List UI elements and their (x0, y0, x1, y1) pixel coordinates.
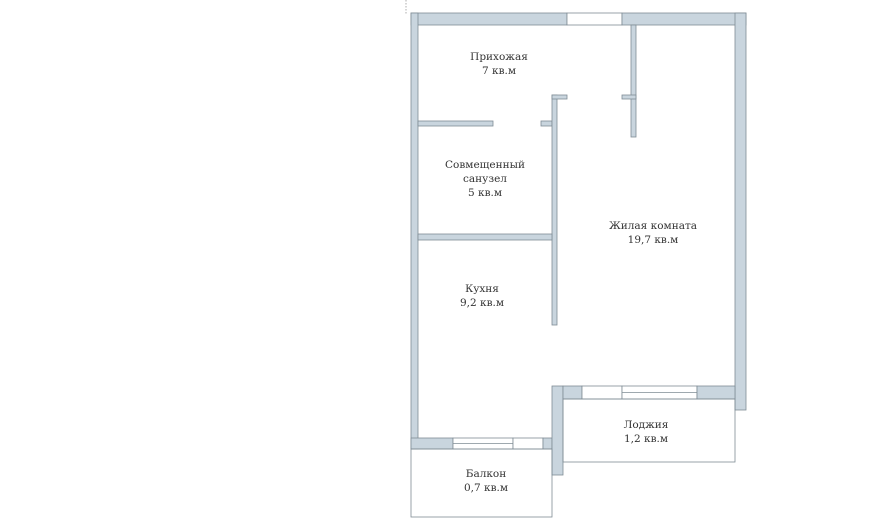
wall-hallway-right (630, 24, 637, 138)
room-label-kitchen: Кухня 9,2 кв.м (460, 282, 504, 310)
wall-balcony-loggia-divider (551, 385, 564, 476)
wall-loggia-right (696, 385, 736, 400)
room-name: Балкон (465, 468, 507, 480)
wall-bathroom-top (417, 120, 494, 127)
room-label-living-room: Жилая комната 19,7 кв.м (609, 219, 697, 247)
room-label-bathroom: Совмещенный санузел 5 кв.м (445, 158, 525, 200)
entrance-door-opening (566, 12, 623, 26)
wall-right (734, 12, 747, 411)
wall-top-right (621, 12, 747, 26)
room-area: 7 кв.м (481, 65, 516, 77)
room-area: 9,2 кв.м (459, 297, 505, 309)
wall-loggia-left (562, 385, 583, 400)
room-label-balcony: Балкон 0,7 кв.м (464, 467, 508, 495)
room-area: 1,2 кв.м (623, 433, 668, 445)
wall-kitchen-top (417, 233, 553, 241)
room-label-loggia: Лоджия 1,2 кв.м (624, 418, 669, 446)
room-name: Прихожая (470, 51, 528, 63)
room-area: 5 кв.м (467, 187, 502, 199)
loggia-outline (562, 398, 736, 463)
room-area: 0,7 кв.м (463, 482, 509, 494)
wall-hallway-right-stub (621, 94, 637, 100)
wall-kitchen-bottom-right (542, 437, 553, 450)
balcony-door (512, 437, 544, 450)
room-name: Совмещенный (445, 159, 525, 171)
wall-kitchen-bottom (410, 437, 454, 450)
wall-left (410, 12, 419, 450)
loggia-door (581, 385, 623, 400)
room-name: Лоджия (623, 419, 669, 431)
room-name: санузел (463, 173, 507, 185)
wall-living-left-stub (551, 94, 568, 100)
wall-top-left (410, 12, 568, 26)
room-area: 19,7 кв.м (627, 234, 679, 246)
room-name: Жилая комната (608, 220, 698, 232)
balcony-outline (410, 448, 553, 518)
wall-bathroom-top-stub (540, 120, 553, 127)
room-name: Кухня (465, 283, 499, 295)
room-label-hallway: Прихожая 7 кв.м (470, 50, 528, 78)
wall-living-left (551, 94, 558, 326)
